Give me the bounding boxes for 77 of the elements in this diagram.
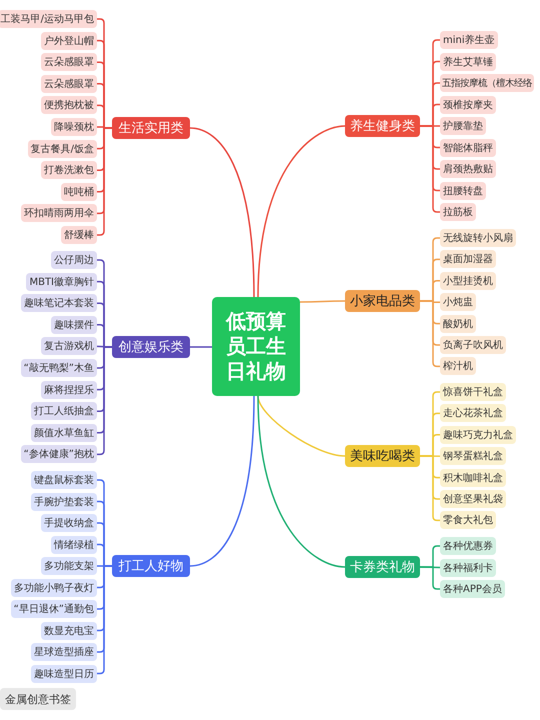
item-box: 便携抱枕被 (41, 96, 97, 114)
item-box: 积木咖啡礼盒 (440, 468, 506, 487)
item-box: 各种APP会员 (440, 580, 505, 598)
connector-line (257, 125, 346, 298)
item-box: 小炖盅 (440, 293, 476, 312)
item-box: 数显充电宝 (41, 622, 97, 640)
connector-line (190, 396, 255, 567)
connector-line (190, 127, 255, 298)
item-box: 趣味摆件 (51, 316, 97, 334)
item-box: 创意坚果礼袋 (440, 490, 506, 508)
item-box: 走心花茶礼盒 (440, 404, 506, 422)
item-box: 趣味造型日历 (31, 664, 97, 682)
connector-line (97, 346, 112, 456)
item-box: 桌面加湿器 (440, 250, 496, 268)
item-box: mini养生壶 (440, 31, 498, 49)
item-box: 负离子吹风机 (440, 336, 506, 354)
item-box: 工装马甲/运动马甲包 (0, 10, 97, 28)
connector-line (190, 346, 212, 348)
item-box: 户外登山帽 (41, 32, 97, 50)
category-box: 小家电品类 (345, 290, 420, 312)
item-box: 颈椎按摩夹 (440, 96, 496, 114)
item-box: 养生艾草锤 (440, 52, 496, 70)
connector-line (96, 346, 112, 348)
item-box: 麻将捏捏乐 (41, 380, 97, 399)
item-box: 无线旋转小风扇 (440, 229, 516, 247)
item-box: 扭腰转盘 (440, 182, 486, 200)
item-box: 智能体脂秤 (440, 138, 496, 156)
category-box: 养生健身类 (345, 115, 420, 137)
item-box: 拉筋板 (440, 203, 476, 221)
item-box: 钢琴蛋糕礼盒 (440, 447, 506, 466)
item-box: 各种福利卡 (440, 558, 496, 576)
item-box: 情绪绿植 (51, 536, 97, 554)
item-box: “参体健康”抱枕 (20, 445, 97, 464)
item-box: 手提收纳盒 (41, 514, 97, 532)
category-box: 卡券类礼物 (345, 556, 420, 578)
item-box: 零食大礼包 (440, 511, 496, 530)
item-box: 惊喜饼干礼盒 (440, 383, 506, 401)
item-box: “早日退休”通勤包 (10, 600, 97, 618)
item-box: 榨汁机 (440, 357, 476, 376)
category-box: 打工人好物 (112, 555, 190, 577)
item-box: 吨吨桶 (61, 182, 97, 201)
connector-line (97, 565, 112, 674)
item-box: 降噪颈枕 (51, 118, 97, 136)
item-box: 酸奶机 (440, 314, 476, 333)
item-box: 星球造型插座 (31, 643, 97, 661)
item-box: 公仔周边 (51, 251, 97, 269)
item-box: 环扣晴雨两用伞 (21, 204, 97, 222)
category-box: 生活实用类 (112, 117, 190, 139)
item-box: MBTI徽章胸针 (26, 272, 97, 291)
item-box: 键盘鼠标套装 (31, 471, 97, 489)
item-box: 趣味巧克力礼盒 (440, 426, 516, 444)
item-box: 趣味笔记本套装 (21, 294, 97, 312)
item-box: 复古游戏机 (41, 337, 97, 356)
item-box: 云朵感眼罩 (41, 74, 97, 93)
connector-line (257, 396, 346, 568)
item-box: 颜值水草鱼缸 (31, 424, 97, 442)
item-box: 手腕护垫套装 (31, 492, 97, 510)
item-box: 护腰靠垫 (440, 117, 486, 135)
item-box: 复古餐具/饭盒 (28, 140, 97, 158)
item-box: 打工人纸抽盒 (31, 402, 97, 420)
item-box: 各种优惠券 (440, 537, 496, 555)
item-box: 金属创意书签 (0, 688, 76, 710)
item-box: 舒缓棒 (61, 226, 97, 244)
category-box: 创意娱乐类 (112, 336, 190, 358)
category-box: 美味吃喝类 (345, 445, 420, 467)
central-topic-box: 低预算员工生日礼物 (212, 297, 300, 396)
item-box: 肩颈热敷贴 (440, 160, 496, 178)
item-box: 多功能小鸭子夜灯 (11, 578, 97, 596)
item-box: 云朵感眼罩 (41, 53, 97, 72)
item-box: 五指按摩梳（檀木经络 (440, 74, 534, 92)
connector-line (97, 127, 112, 236)
item-box: 小型挂烫机 (440, 272, 496, 290)
connector-line (420, 566, 440, 590)
item-box: 打卷洗漱包 (41, 161, 97, 180)
connector-line (300, 300, 345, 303)
item-box: 多功能支架 (41, 557, 97, 575)
item-box: “敲无鸭梨”木鱼 (20, 359, 97, 377)
